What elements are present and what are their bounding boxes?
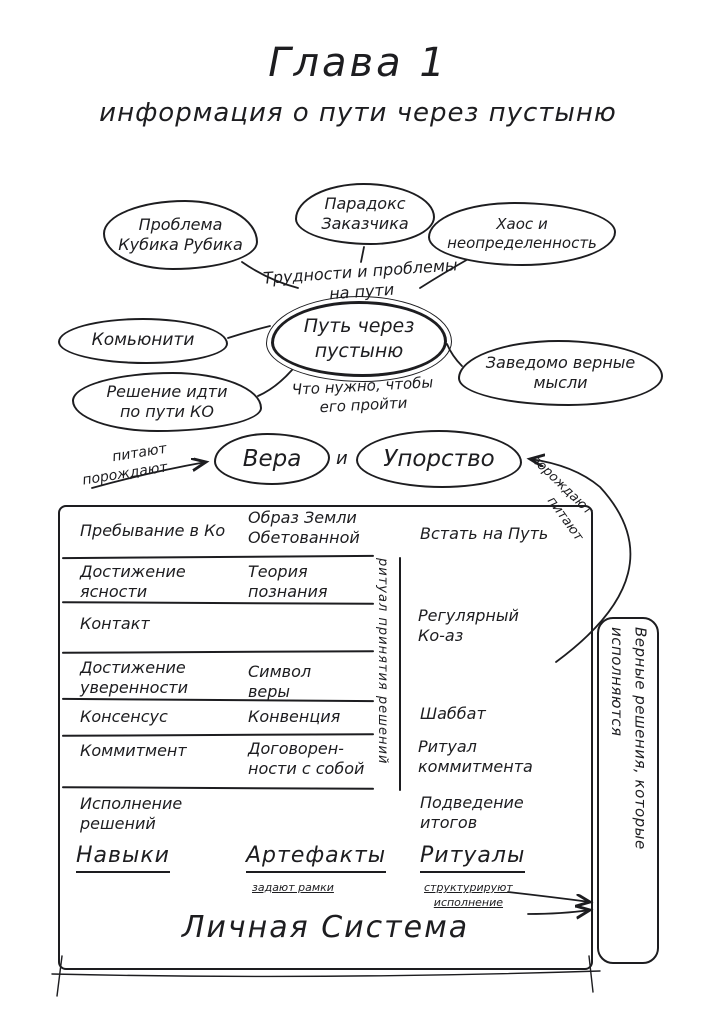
ritual-get-on-path: Встать на Путь bbox=[420, 524, 549, 543]
bubble-decision-to-walk-ko-path: Решение идти по пути КО bbox=[72, 372, 262, 432]
skill-execution-of-decisions: Исполнение решений bbox=[80, 794, 183, 833]
side-note-box: Верные решения, которые исполняются bbox=[597, 617, 659, 964]
bubble-customer-paradox: Парадокс Заказчика bbox=[295, 183, 435, 245]
ritual-summing-up: Подведение итогов bbox=[420, 793, 524, 832]
ritual-commitment-ritual: Ритуал коммитмента bbox=[418, 737, 533, 776]
bubble-community: Комьюнити bbox=[58, 318, 228, 364]
divider-vertical bbox=[399, 557, 401, 791]
center-node-path-through-desert: Путь через пустыню bbox=[266, 296, 452, 382]
skill-consensus: Консенсус bbox=[80, 707, 168, 726]
artifact-creed: Символ веры bbox=[248, 662, 312, 701]
bubble-persistence: Упорство bbox=[356, 430, 522, 488]
center-node-text: Путь через пустыню bbox=[271, 301, 447, 377]
bubble-faith: Вера bbox=[214, 433, 330, 485]
line-community-to-center bbox=[227, 325, 271, 339]
bubble-chaos-uncertainty: Хаос и неопределенность bbox=[428, 202, 616, 266]
label-what-is-needed: Что нужно, чтобы его пройти bbox=[291, 373, 434, 417]
column-header-rituals: Ритуалы bbox=[420, 843, 526, 873]
box-sketch-stroke-bottom bbox=[51, 970, 601, 978]
box-title-personal-system: Личная Система bbox=[181, 910, 470, 945]
label-feed-left-2: порождают bbox=[81, 459, 169, 489]
column-header-skills: Навыки bbox=[76, 843, 170, 873]
skill-being-in-ko: Пребывание в Ко bbox=[80, 521, 226, 540]
ritual-shabbat: Шаббат bbox=[420, 704, 486, 723]
label-decision-making-ritual: ритуал принятия решений bbox=[375, 558, 390, 765]
label-and: и bbox=[336, 448, 348, 469]
chapter-subtitle: информация о пути через пустыню bbox=[99, 98, 617, 128]
chapter-title: Глава 1 bbox=[268, 40, 448, 86]
column-sub-artifacts: задают рамки bbox=[252, 881, 334, 894]
column-header-artifacts: Артефакты bbox=[246, 843, 387, 873]
skill-contact: Контакт bbox=[80, 614, 150, 633]
bubble-rubiks-cube-problem: Проблема Кубика Рубика bbox=[103, 200, 258, 270]
skill-commitment: Коммитмент bbox=[80, 741, 187, 760]
artifact-theory-of-knowledge: Теория познания bbox=[248, 562, 328, 601]
ritual-regular-ko-az: Регулярный Ко-аз bbox=[418, 606, 519, 645]
artifact-convention: Конвенция bbox=[248, 707, 341, 726]
side-note-text: Верные решения, которые исполняются bbox=[608, 627, 650, 850]
personal-system-box bbox=[58, 505, 593, 970]
bubble-known-true-thoughts: Заведомо верные мысли bbox=[458, 340, 663, 406]
artifact-promised-land: Образ Земли Обетованной bbox=[248, 508, 360, 547]
column-sub-rituals: структурируют исполнение bbox=[424, 881, 513, 910]
line-paradox-to-label bbox=[360, 246, 365, 263]
skill-achieving-confidence: Достижение уверенности bbox=[80, 658, 188, 697]
artifact-agreements-with-self: Договорен- ности с собой bbox=[248, 739, 365, 778]
skill-achieving-clarity: Достижение ясности bbox=[80, 562, 186, 601]
